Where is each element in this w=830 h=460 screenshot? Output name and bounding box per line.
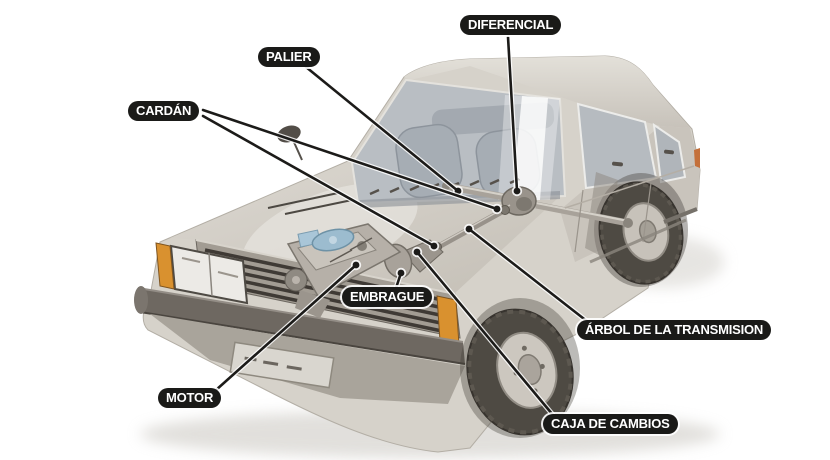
leader-dot	[430, 242, 438, 250]
label-embrague: EMBRAGUE	[342, 287, 433, 307]
wipers	[267, 192, 353, 215]
leader-line	[415, 250, 555, 417]
left-turn-signal	[155, 242, 175, 290]
leader-line	[201, 108, 499, 211]
leader-dot	[413, 248, 421, 256]
engine	[284, 223, 402, 318]
door-details	[564, 148, 700, 264]
leader-line	[506, 35, 519, 193]
front-bumper	[134, 286, 466, 365]
leader-line	[214, 263, 358, 392]
label-palier: PALIER	[258, 47, 320, 67]
label-arbol-de-la-transmision: ÁRBOL DE LA TRANSMISION	[577, 320, 772, 340]
leader-dot	[352, 261, 360, 269]
leader-dot	[397, 269, 405, 277]
headlight	[169, 244, 249, 305]
roof	[404, 56, 690, 128]
label-motor: MOTOR	[158, 388, 222, 408]
leader-line	[304, 65, 460, 193]
label-cardan: CARDÁN	[128, 101, 200, 121]
leader-dot	[465, 225, 473, 233]
label-diferencial: DIFERENCIAL	[460, 15, 562, 35]
leader-dot	[493, 205, 501, 213]
label-caja-de-cambios: CAJA DE CAMBIOS	[543, 414, 678, 434]
leader-lines	[200, 34, 591, 418]
leader-line	[201, 114, 436, 248]
rear-wheel	[598, 181, 684, 285]
leader-dot	[513, 187, 521, 195]
taillight	[694, 148, 700, 168]
leader-line	[467, 227, 590, 324]
